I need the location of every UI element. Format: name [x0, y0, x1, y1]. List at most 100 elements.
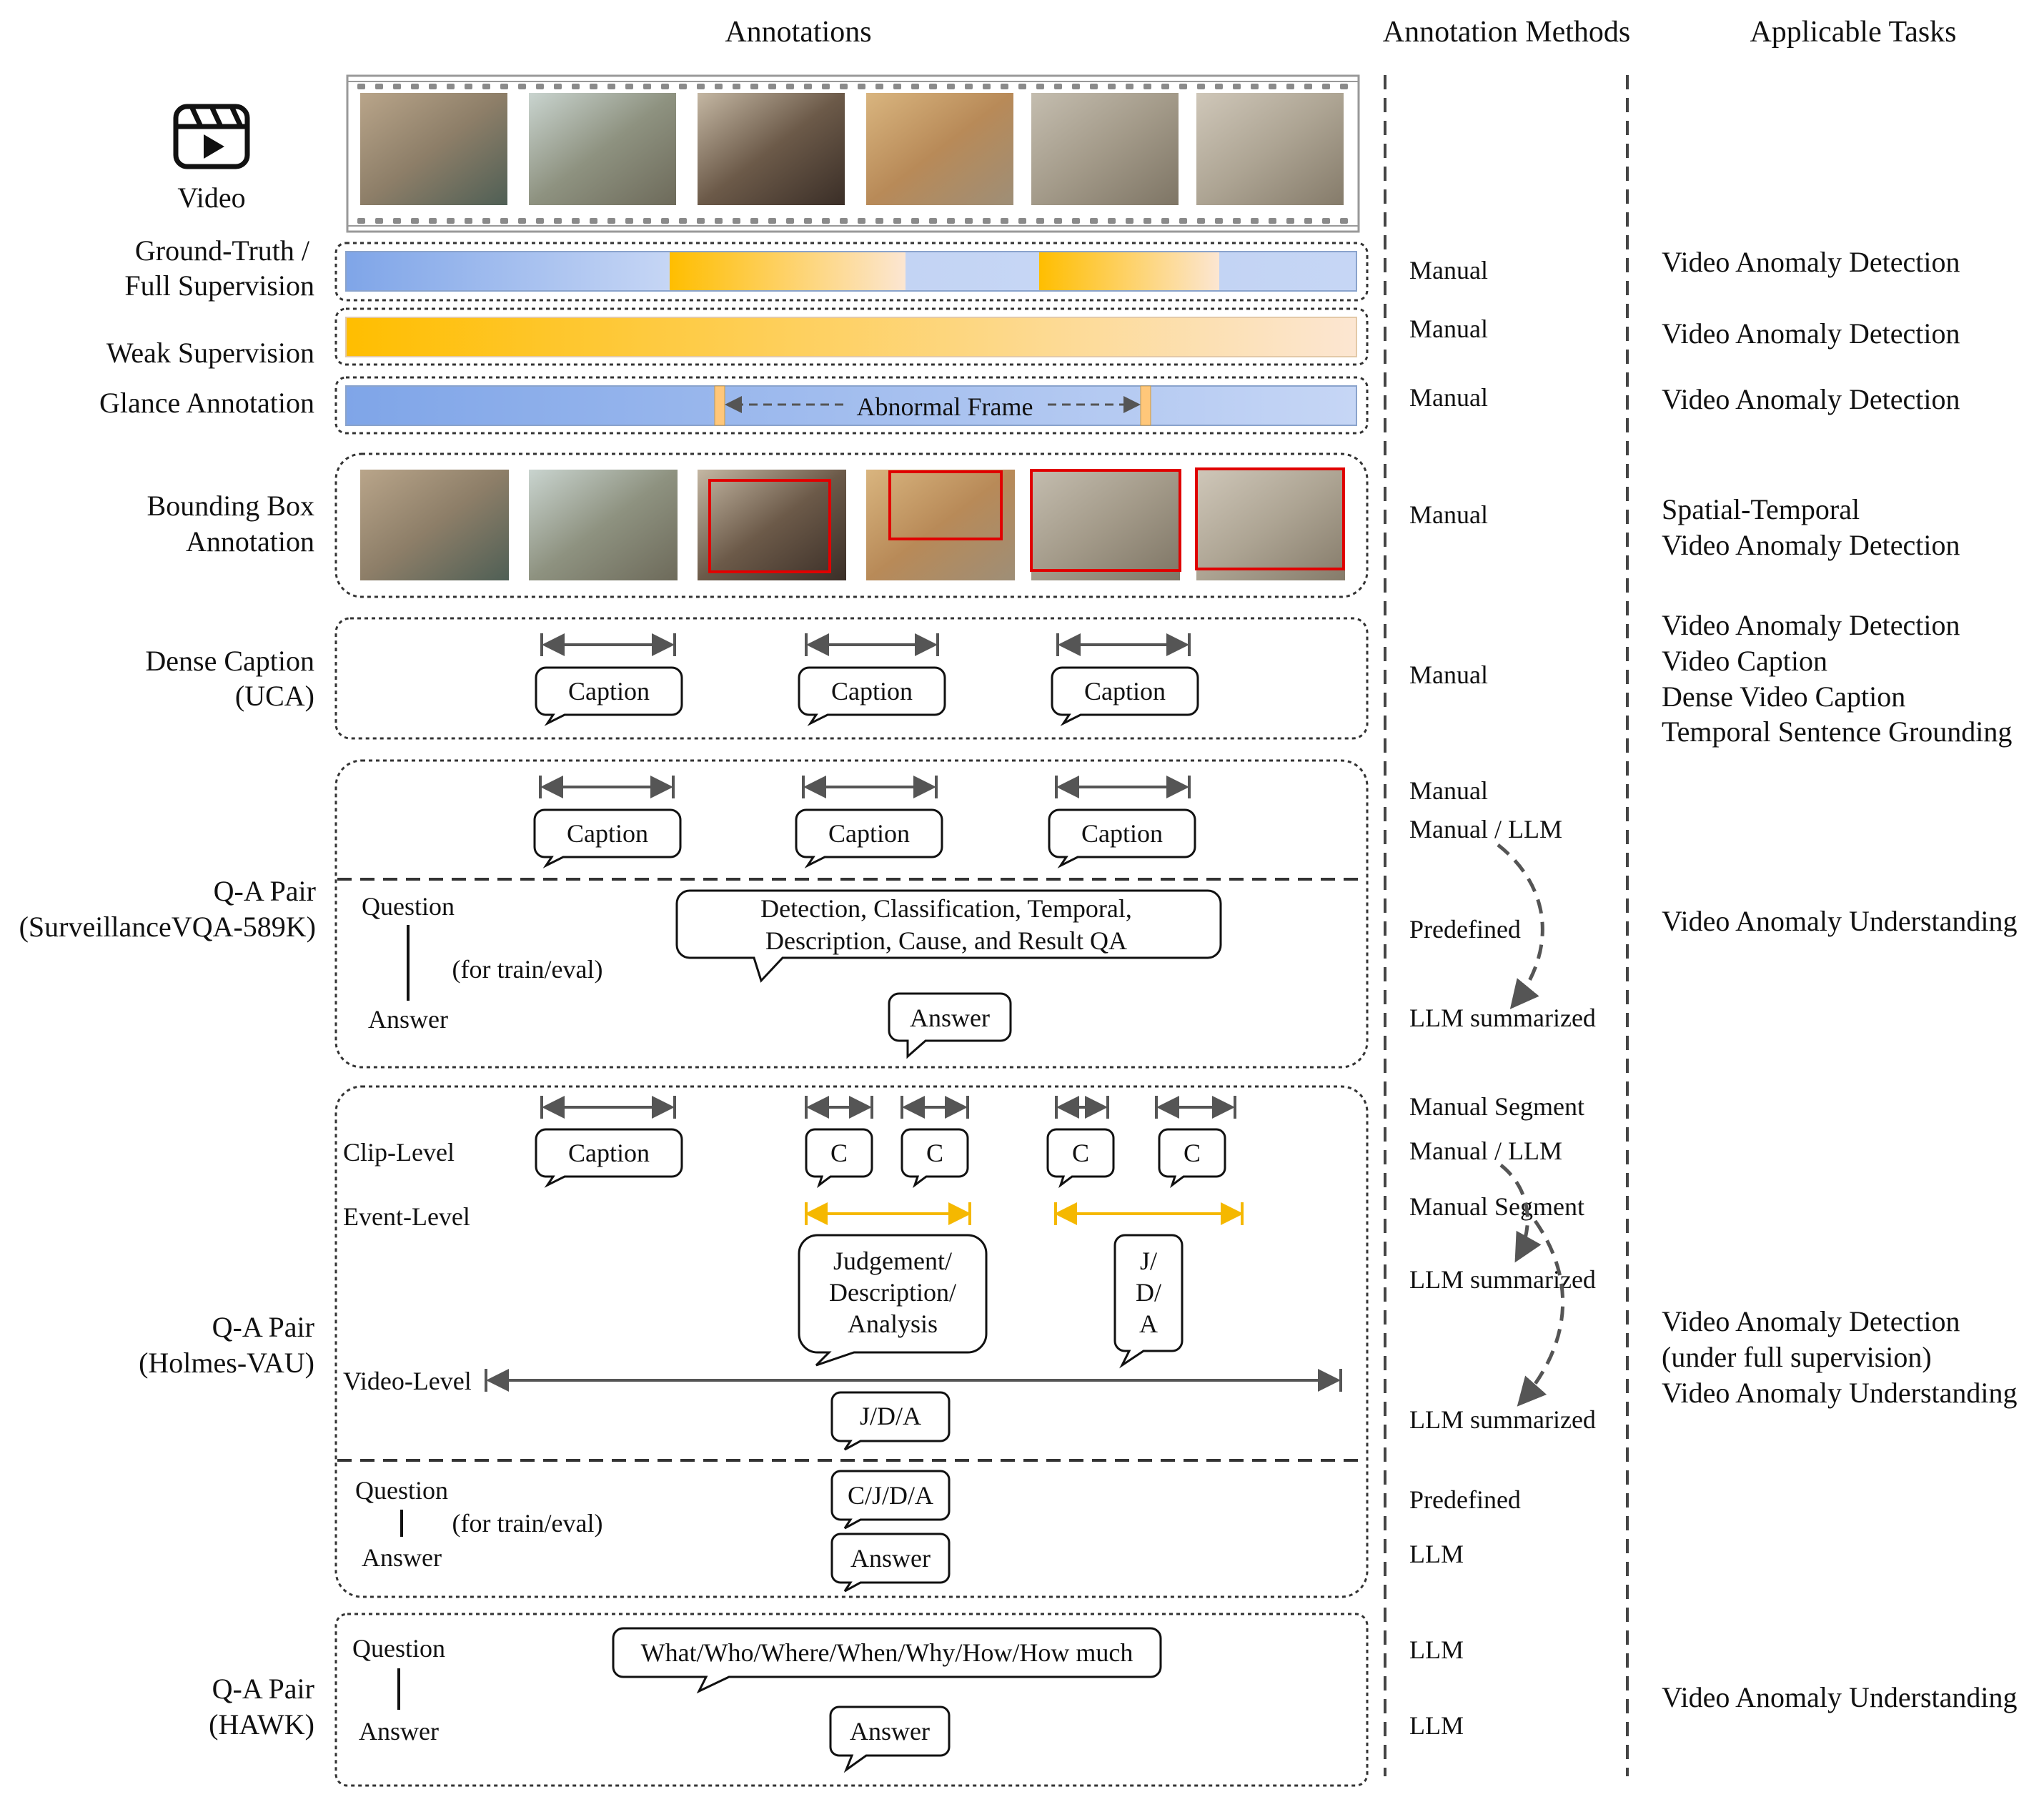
sprocket-hole — [1036, 218, 1044, 224]
sprocket-hole — [1251, 218, 1259, 224]
film-sprocket-holes — [357, 84, 1348, 224]
ground-truth-task: Video Anomaly Detection — [1662, 246, 1960, 278]
sprocket-hole — [983, 84, 991, 89]
sprocket-hole — [518, 84, 526, 89]
holmes-clip-c-4-text: C — [1184, 1139, 1201, 1167]
sprocket-hole — [1215, 218, 1223, 224]
abnormal-frame-text: Abnormal Frame — [857, 392, 1033, 421]
sprocket-hole — [465, 84, 472, 89]
sprocket-hole — [1179, 84, 1187, 89]
sprocket-hole — [733, 84, 740, 89]
video-frame-3 — [698, 93, 845, 205]
bbox-frame-2 — [529, 470, 678, 580]
dense-caption-spans — [540, 633, 1191, 656]
sprocket-hole — [1340, 218, 1348, 224]
sprocket-hole — [1090, 84, 1098, 89]
time-span-arrow — [901, 1096, 969, 1119]
holmes-label-line2: (Holmes-VAU) — [139, 1347, 314, 1379]
holmes-clip-caption-text: Caption — [568, 1139, 650, 1167]
sprocket-hole — [875, 84, 883, 89]
sprocket-hole — [1197, 218, 1205, 224]
sprocket-hole — [482, 84, 490, 89]
bbox-label-line1: Bounding Box — [147, 490, 314, 522]
bbox-task-line1: Spatial-Temporal — [1662, 493, 1860, 525]
sprocket-hole — [1286, 218, 1294, 224]
hawk-task: Video Anomaly Understanding — [1662, 1681, 2018, 1713]
sprocket-hole — [518, 218, 526, 224]
holmes-method-4: LLM summarized — [1409, 1265, 1596, 1294]
holmes-summarize-arrow-1 — [1499, 1164, 1542, 1263]
sprocket-hole — [1161, 84, 1169, 89]
video-frame-2 — [529, 93, 676, 205]
sprocket-hole — [1036, 84, 1044, 89]
sprocket-hole — [893, 218, 901, 224]
glance-annotation-task: Video Anomaly Detection — [1662, 383, 1960, 415]
holmes-event-jda-line3: Analysis — [848, 1310, 938, 1338]
holmes-event-span-2 — [1054, 1202, 1244, 1225]
weak-supervision-task: Video Anomaly Detection — [1662, 317, 1960, 350]
video-frame-1 — [360, 93, 507, 205]
dense-caption-bubble-2-text: Caption — [831, 677, 913, 706]
sprocket-hole — [572, 218, 580, 224]
sprocket-hole — [1269, 218, 1276, 224]
holmes-clip-caption-bubble: Caption — [535, 1128, 683, 1188]
svqa-method-1: Manual — [1409, 776, 1488, 805]
holmes-video-level-label: Video-Level — [343, 1367, 472, 1395]
sprocket-hole — [554, 218, 562, 224]
sprocket-hole — [643, 218, 651, 224]
holmes-summarize-arrow-2 — [1517, 1219, 1565, 1407]
svqa-note: (for train/eval) — [452, 955, 603, 984]
holmes-cjda-bubble: C/J/D/A — [830, 1470, 951, 1530]
sprocket-hole — [1322, 84, 1330, 89]
holmes-clip-spans — [540, 1096, 1236, 1119]
sprocket-hole — [858, 84, 865, 89]
holmes-event-jda-v2: D/ — [1136, 1278, 1161, 1307]
sprocket-hole — [1251, 84, 1259, 89]
time-span-arrow — [540, 633, 676, 656]
sprocket-hole — [1179, 218, 1187, 224]
sprocket-hole — [1126, 218, 1133, 224]
bbox-red-box-3 — [708, 479, 831, 573]
sprocket-hole — [1233, 84, 1241, 89]
svqa-answer-bubble-text: Answer — [910, 1004, 990, 1032]
dense-caption-task-4: Temporal Sentence Grounding — [1662, 716, 2012, 748]
gt-normal-segment-1 — [346, 252, 670, 291]
sprocket-hole — [1090, 218, 1098, 224]
sprocket-hole — [733, 218, 740, 224]
sprocket-hole — [947, 218, 955, 224]
svqa-qa-type-line1: Detection, Classification, Temporal, — [760, 894, 1132, 923]
sprocket-hole — [697, 84, 705, 89]
bbox-red-box-5 — [1030, 469, 1181, 572]
time-span-arrow — [1155, 1096, 1236, 1119]
sprocket-hole — [661, 84, 669, 89]
sprocket-hole — [768, 218, 776, 224]
sprocket-hole — [965, 84, 973, 89]
sprocket-hole — [1269, 84, 1276, 89]
sprocket-hole — [715, 84, 723, 89]
sprocket-hole — [858, 218, 865, 224]
svqa-caption-bubble-1-text: Caption — [567, 819, 648, 848]
gt-abnormal-segment-1 — [670, 252, 906, 291]
bbox-frame-3 — [698, 470, 846, 580]
sprocket-hole — [375, 84, 383, 89]
sprocket-hole — [750, 218, 758, 224]
gt-normal-segment-2 — [906, 252, 1039, 291]
hawk-question-label: Question — [352, 1634, 445, 1663]
sprocket-hole — [786, 218, 794, 224]
ground-truth-box — [334, 242, 1369, 302]
sprocket-hole — [572, 84, 580, 89]
dense-caption-label-line1: Dense Caption — [145, 645, 314, 677]
sprocket-hole — [929, 84, 937, 89]
sprocket-hole — [1215, 84, 1223, 89]
holmes-method-2: Manual / LLM — [1409, 1137, 1562, 1165]
hawk-label-line1: Q-A Pair — [212, 1673, 314, 1705]
sprocket-hole — [929, 218, 937, 224]
sprocket-hole — [1197, 84, 1205, 89]
time-span-arrow — [1055, 776, 1191, 798]
sprocket-hole — [465, 218, 472, 224]
time-span-arrow — [805, 1096, 873, 1119]
holmes-event-jda-line1: Judgement/ — [833, 1247, 952, 1275]
svqa-qa-type-line2: Description, Cause, and Result QA — [765, 926, 1127, 955]
dense-caption-bubble-3-text: Caption — [1084, 677, 1166, 706]
film-strip — [346, 74, 1360, 233]
